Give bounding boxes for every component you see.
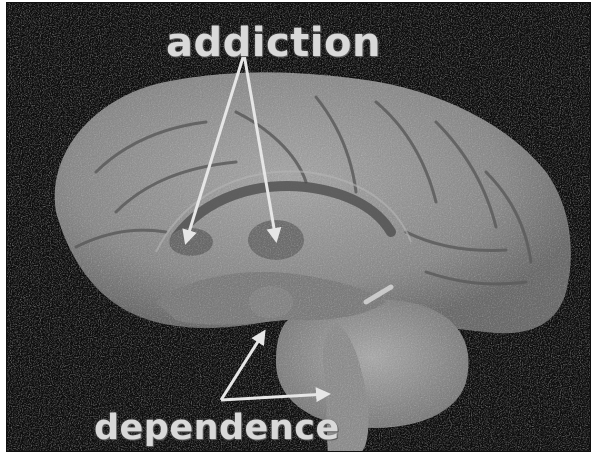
label-addiction: addiction — [166, 20, 381, 66]
brain-illustration — [6, 2, 591, 452]
midbrain-region — [249, 286, 293, 318]
prefrontal-region — [169, 228, 213, 256]
label-dependence: dependence — [94, 408, 340, 448]
brain-image-frame: addiction dependence — [6, 2, 591, 452]
